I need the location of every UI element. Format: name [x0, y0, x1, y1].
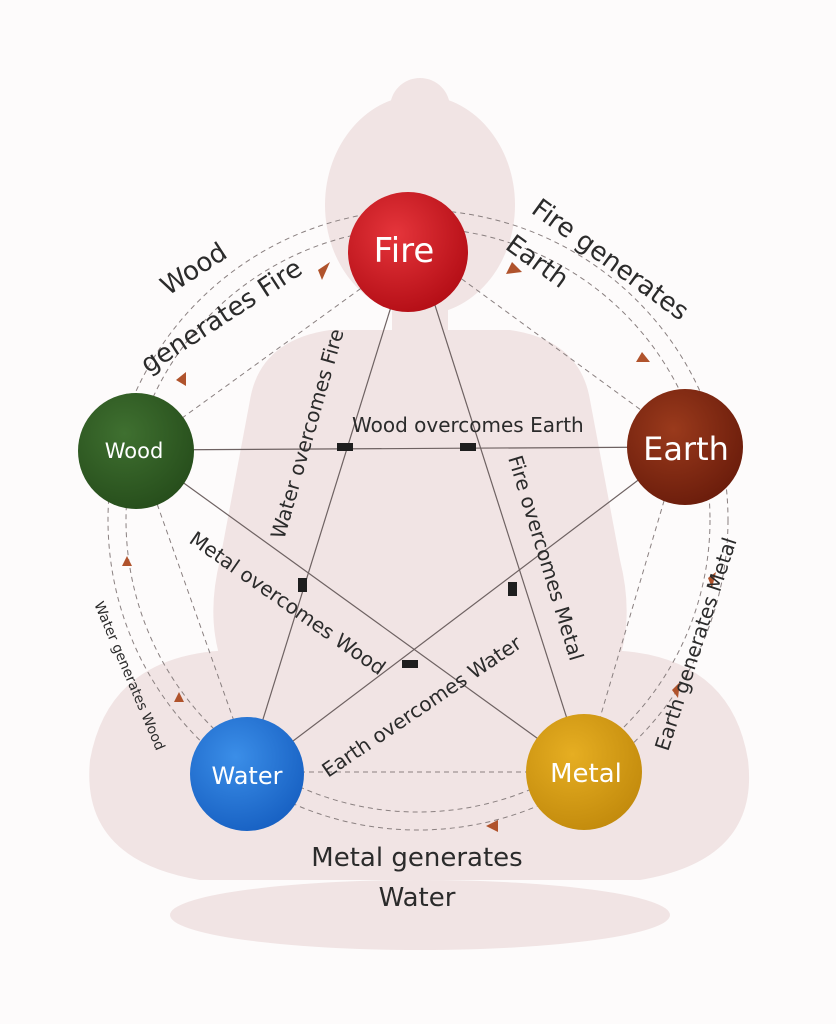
metal-generates-water-line1: Metal generates [311, 843, 522, 873]
wood-node: Wood [78, 393, 194, 509]
arrow-fire-earth [506, 262, 522, 274]
wood-label: Wood [105, 439, 164, 463]
wood-generates-fire-line1: Wood [155, 237, 232, 302]
wood-overcomes-earth-label: Wood overcomes Earth [352, 413, 584, 437]
metal-node: Metal [526, 714, 642, 830]
arrow-wood-fire-2 [176, 372, 186, 386]
water-label: Water [212, 762, 283, 790]
arrow-metal-water [486, 820, 498, 832]
water-node: Water [190, 717, 304, 831]
arrow-earth-metal-2 [672, 682, 680, 698]
arrow-water-wood-2 [174, 692, 184, 702]
metal-label: Metal [550, 759, 622, 789]
metal-generates-water-line2: Water [379, 883, 456, 913]
arrow-water-wood [122, 556, 132, 566]
earth-label: Earth [643, 430, 729, 468]
fire-label: Fire [374, 231, 435, 271]
generating-arrows [122, 262, 716, 832]
arrow-earth-metal [708, 572, 716, 588]
overcoming-star [137, 251, 685, 775]
fire-node: Fire [348, 192, 468, 312]
overcoming-markers [298, 443, 517, 668]
arrow-wood-fire [318, 262, 330, 280]
earth-node: Earth [627, 389, 743, 505]
arrow-fire-earth-2 [636, 352, 650, 362]
